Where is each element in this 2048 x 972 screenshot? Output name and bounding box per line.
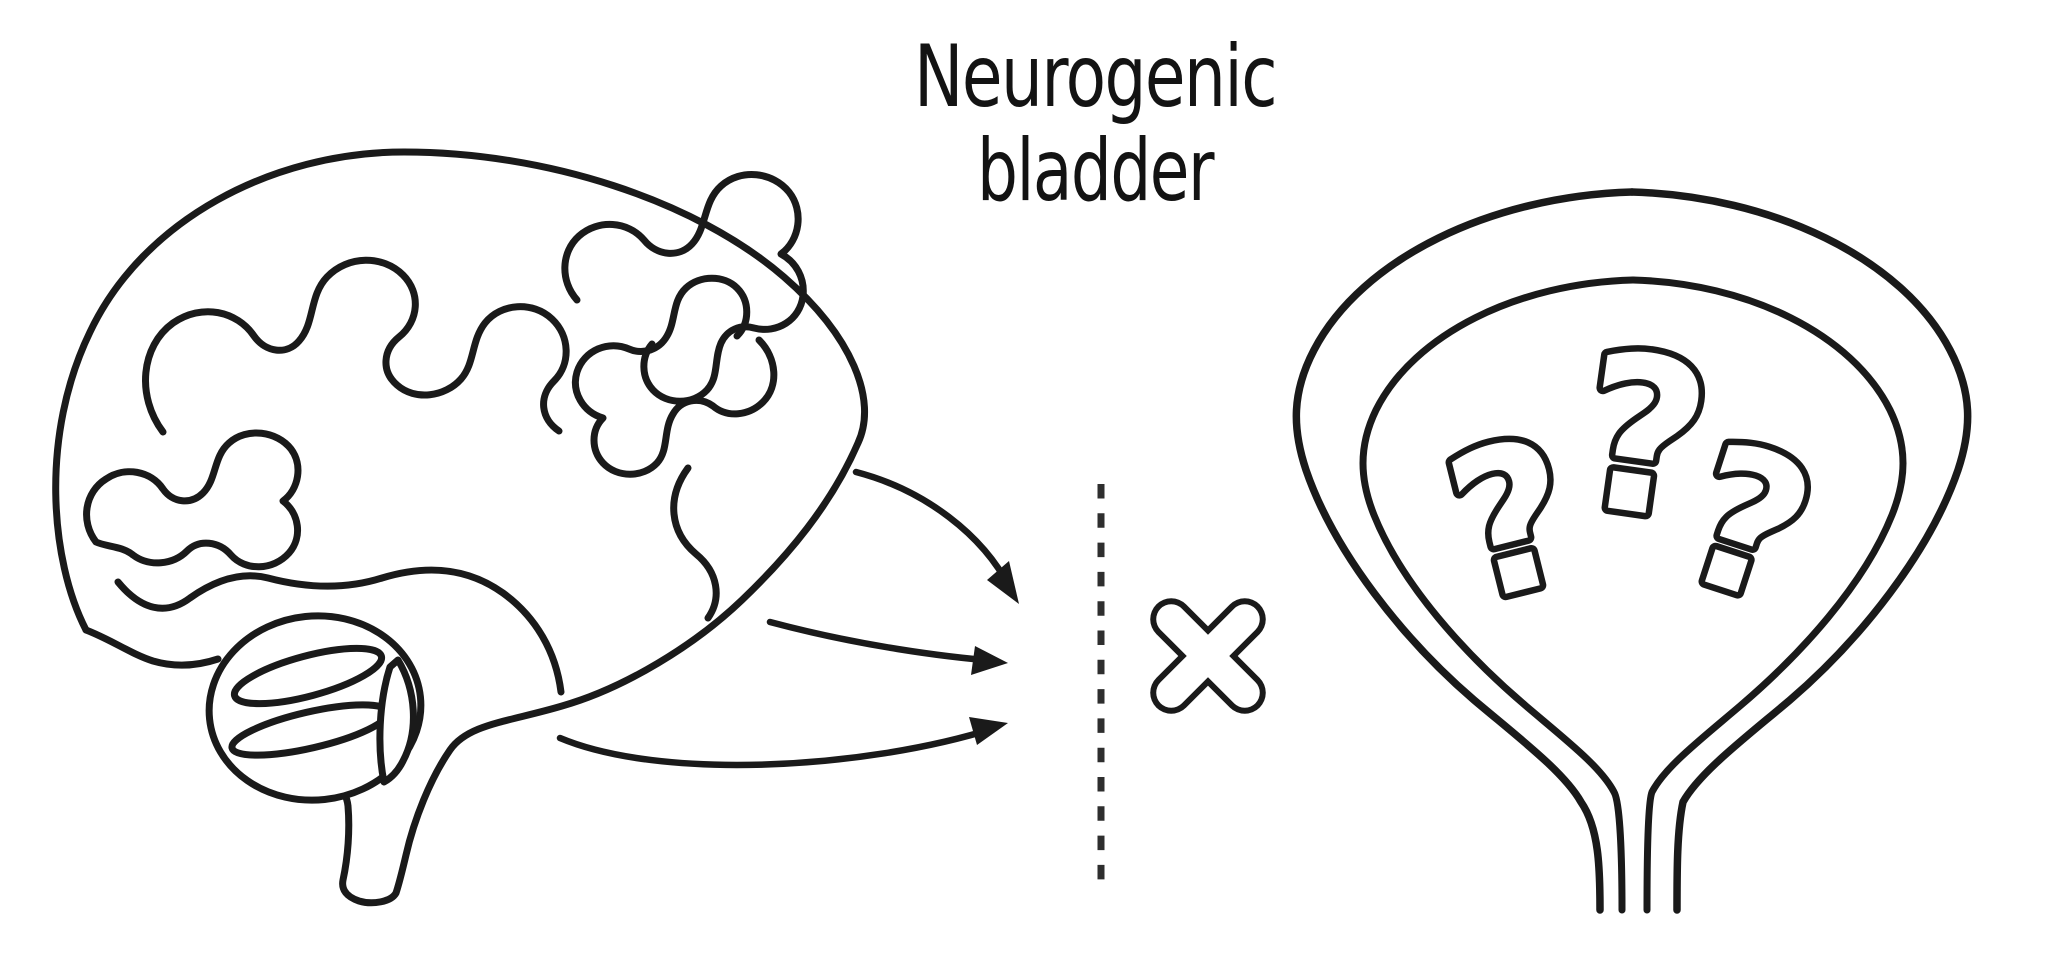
signal-arrow-middle-head-icon bbox=[971, 646, 1008, 675]
brain-gyri-squiggle-left-middle bbox=[83, 429, 302, 571]
brain-base-wave bbox=[82, 626, 222, 669]
bladder-icon: ? ? ? bbox=[1292, 188, 1972, 914]
brain-icon bbox=[52, 148, 869, 907]
page-title-line2: bladder bbox=[977, 121, 1215, 221]
brain-gyri-squiggle-temporal-wave bbox=[114, 566, 565, 696]
x-mark-icon bbox=[1150, 598, 1266, 714]
signal-arrow-bottom-head-icon bbox=[969, 717, 1008, 745]
signal-arrow-top-head-icon bbox=[987, 561, 1019, 604]
brain-gyri-squiggle-upper-left bbox=[142, 256, 570, 436]
cerebellum-fold-right bbox=[376, 656, 417, 786]
brain-outline bbox=[52, 148, 869, 907]
signal-arrow-middle bbox=[766, 618, 1000, 665]
bladder-inner-wall bbox=[1629, 276, 1907, 914]
brain-gyri-squiggle-right-descender bbox=[670, 464, 720, 622]
signal-arrows bbox=[556, 468, 1019, 769]
signal-arrow-top bbox=[852, 468, 1014, 592]
signal-arrow-bottom bbox=[556, 724, 999, 769]
question-marks: ? ? ? bbox=[1421, 298, 1843, 656]
page-title: Neurogenic bladder bbox=[914, 27, 1278, 221]
brain-gyri-squiggle-top-right bbox=[561, 171, 807, 405]
bladder-outer-wall-left bbox=[1292, 188, 1636, 914]
cerebellum-fold-upper bbox=[230, 644, 386, 708]
bladder-inner-wall-left bbox=[1359, 276, 1637, 914]
brain-gyri-squiggle-right bbox=[572, 274, 778, 478]
bladder-outer-wall bbox=[1628, 188, 1972, 914]
page-title-line1: Neurogenic bbox=[914, 27, 1276, 127]
